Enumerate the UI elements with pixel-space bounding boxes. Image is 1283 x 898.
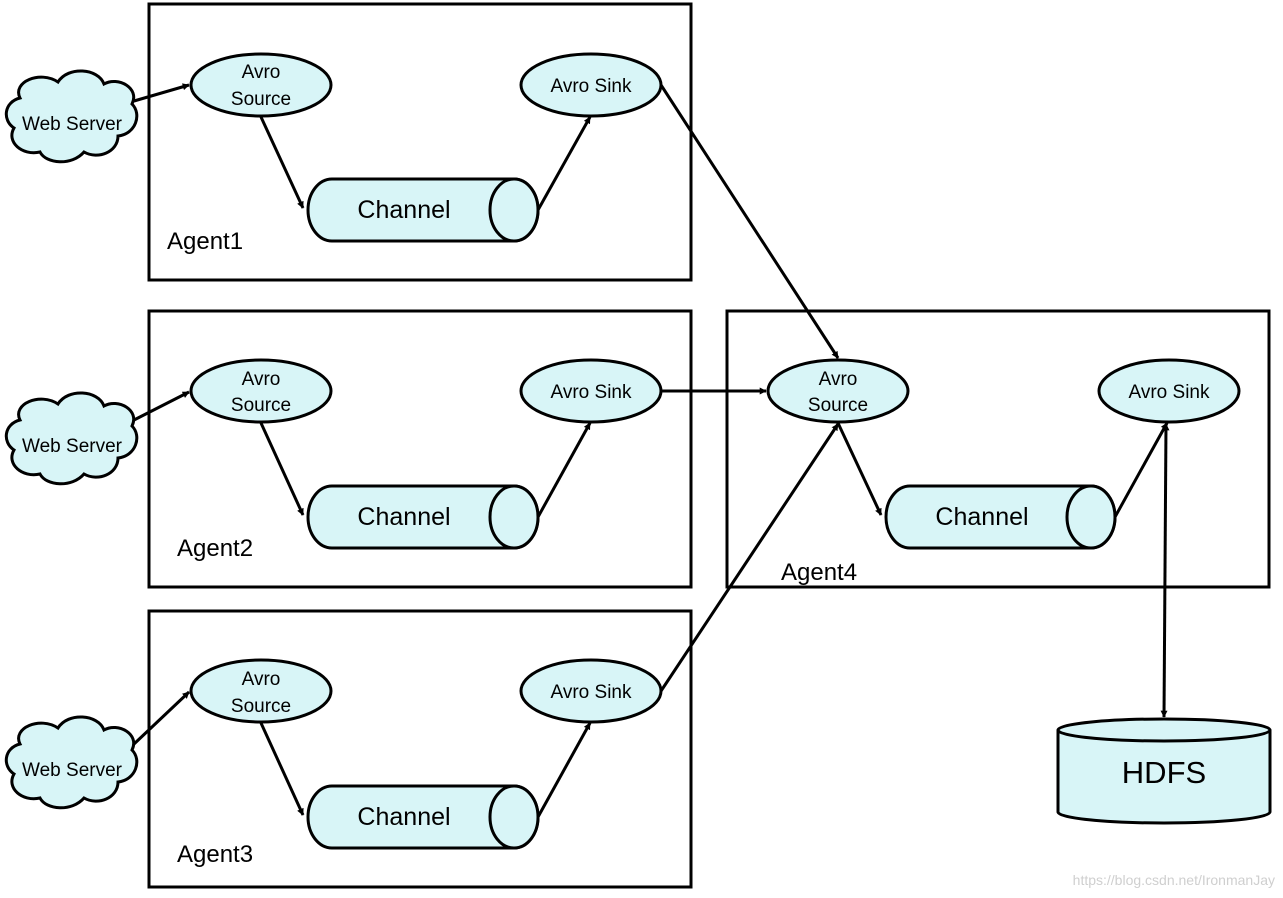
agent3-box xyxy=(147,609,693,889)
agent2-channel-label: Channel xyxy=(357,503,450,531)
agent3-channel-label: Channel xyxy=(357,803,450,831)
arrow-web1-to-source1 xyxy=(133,83,190,103)
agent1-avro-source-line2: Source xyxy=(231,89,291,110)
web-server-cloud-2: Web Server xyxy=(4,391,139,486)
agent1-avro-sink-label: Avro Sink xyxy=(551,76,632,97)
agent1-avro-source-line1: Avro xyxy=(242,62,281,83)
agent4-box xyxy=(725,309,1271,589)
web-server-label-1: Web Server xyxy=(22,114,123,135)
agent3-avro-source-line2: Source xyxy=(231,696,291,717)
agent1-avro-source: Avro Source xyxy=(189,52,333,118)
agent3-label: Agent3 xyxy=(177,841,253,868)
agent4-avro-source: Avro Source xyxy=(766,358,910,424)
watermark: https://blog.csdn.net/IronmanJay xyxy=(1073,872,1275,888)
agent4-avro-source-line1: Avro xyxy=(819,369,858,390)
web-server-cloud-3: Web Server xyxy=(4,715,139,810)
agent3-avro-sink: Avro Sink xyxy=(519,658,663,724)
agent2-avro-source-line2: Source xyxy=(231,395,291,416)
agent4-avro-sink-label: Avro Sink xyxy=(1129,382,1210,403)
arrow-sink1-to-agent4-source xyxy=(659,84,840,359)
arrow-a1-source-to-channel xyxy=(259,116,305,209)
agent1-label: Agent1 xyxy=(167,228,243,255)
agent1-avro-sink: Avro Sink xyxy=(519,52,663,118)
web-server-label-3: Web Server xyxy=(22,760,123,781)
agent3-avro-sink-label: Avro Sink xyxy=(551,682,632,703)
agent4-label: Agent4 xyxy=(781,559,857,586)
arrow-sink4-hdfs xyxy=(1160,423,1170,718)
agent4-avro-source-line2: Source xyxy=(808,395,868,416)
agent2-avro-sink-label: Avro Sink xyxy=(551,382,632,403)
arrow-web2-to-source2 xyxy=(133,390,190,422)
connector-arrows xyxy=(132,83,1170,818)
web-server-cloud-1: Web Server xyxy=(4,69,139,164)
arrow-a3-channel-to-sink xyxy=(536,722,592,818)
agent3-avro-source: Avro Source xyxy=(189,658,333,724)
agent1-channel: Channel xyxy=(306,177,540,243)
agent1-channel-label: Channel xyxy=(357,196,450,224)
hdfs-storage: HDFS xyxy=(1056,717,1272,825)
agent2-avro-source-line1: Avro xyxy=(242,369,281,390)
agent2-box xyxy=(147,309,693,589)
agent3-avro-source-line1: Avro xyxy=(242,669,281,690)
arrow-a4-source-to-channel xyxy=(836,422,883,516)
agent2-label: Agent2 xyxy=(177,535,253,562)
agent2-channel: Channel xyxy=(306,484,540,550)
hdfs-label: HDFS xyxy=(1122,755,1206,790)
arrow-sink3-to-agent4-source xyxy=(659,423,840,692)
agent4-avro-sink: Avro Sink xyxy=(1097,358,1241,424)
arrow-a4-channel-to-sink xyxy=(1113,422,1169,518)
arrow-a2-source-to-channel xyxy=(259,422,305,516)
agent4-channel-label: Channel xyxy=(935,503,1028,531)
agent1-box xyxy=(147,2,693,282)
agent2-avro-source: Avro Source xyxy=(189,358,333,424)
arrow-web3-to-source3 xyxy=(132,690,191,746)
arrow-a3-source-to-channel xyxy=(259,722,305,816)
agent2-avro-sink: Avro Sink xyxy=(519,358,663,424)
web-server-label-2: Web Server xyxy=(22,436,123,457)
arrow-a2-channel-to-sink xyxy=(536,422,592,518)
agent4-channel: Channel xyxy=(884,484,1117,550)
arrow-a1-channel-to-sink xyxy=(536,116,592,211)
agent3-channel: Channel xyxy=(306,784,540,850)
